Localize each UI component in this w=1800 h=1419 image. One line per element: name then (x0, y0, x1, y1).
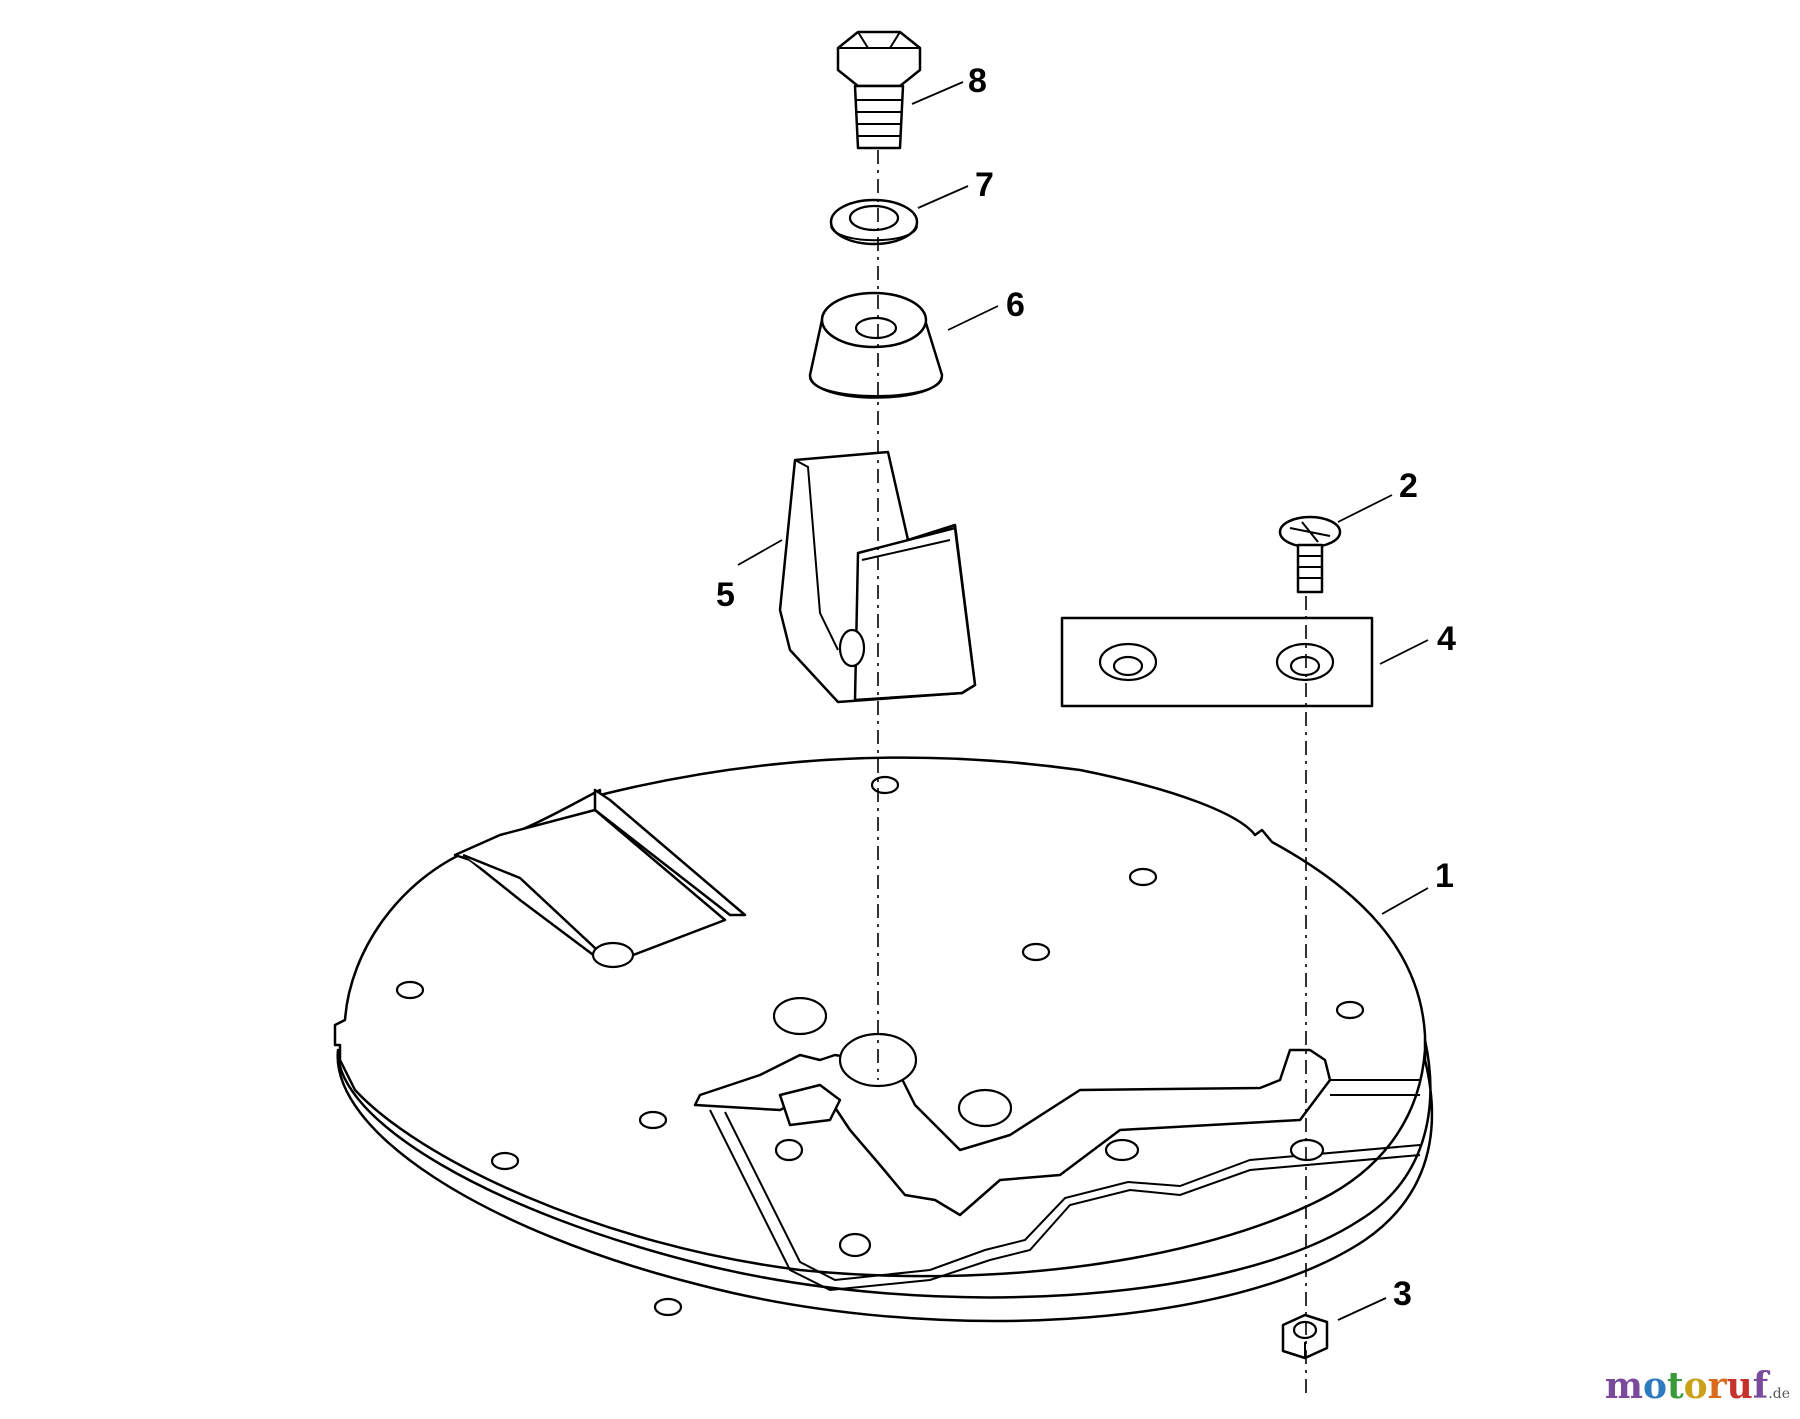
watermark-letter: t (1666, 1365, 1684, 1407)
leader-lines (737, 81, 1429, 1321)
watermark-letter: o (1642, 1365, 1667, 1407)
watermark-letter: o (1683, 1365, 1708, 1407)
watermark-suffix: .de (1768, 1386, 1790, 1402)
callout-5: 5 (716, 576, 735, 614)
part-4-plate (1060, 616, 1374, 708)
part-3-nut (1281, 1313, 1329, 1360)
watermark-logo: motoruf.de (1605, 1365, 1790, 1407)
watermark-letter: m (1604, 1365, 1643, 1407)
watermark-letter: f (1752, 1365, 1769, 1407)
callout-7: 7 (975, 166, 994, 204)
callout-6: 6 (1006, 286, 1025, 324)
watermark-letter: r (1707, 1365, 1727, 1407)
callout-1: 1 (1435, 857, 1454, 895)
callout-4: 4 (1437, 620, 1456, 658)
callout-3: 3 (1393, 1275, 1412, 1313)
part-8-bolt (836, 30, 922, 150)
part-6-spacer (808, 291, 944, 399)
assembly-axes (877, 150, 1307, 1395)
part-2-screw (1278, 515, 1342, 594)
callout-2: 2 (1399, 467, 1418, 505)
watermark-letter: u (1726, 1365, 1753, 1407)
part-7-washer (829, 198, 919, 246)
callout-8: 8 (968, 62, 987, 100)
callout-labels: 1 2 3 4 5 6 7 8 (716, 62, 1456, 1313)
part-1-blade-disc (333, 756, 1434, 1323)
